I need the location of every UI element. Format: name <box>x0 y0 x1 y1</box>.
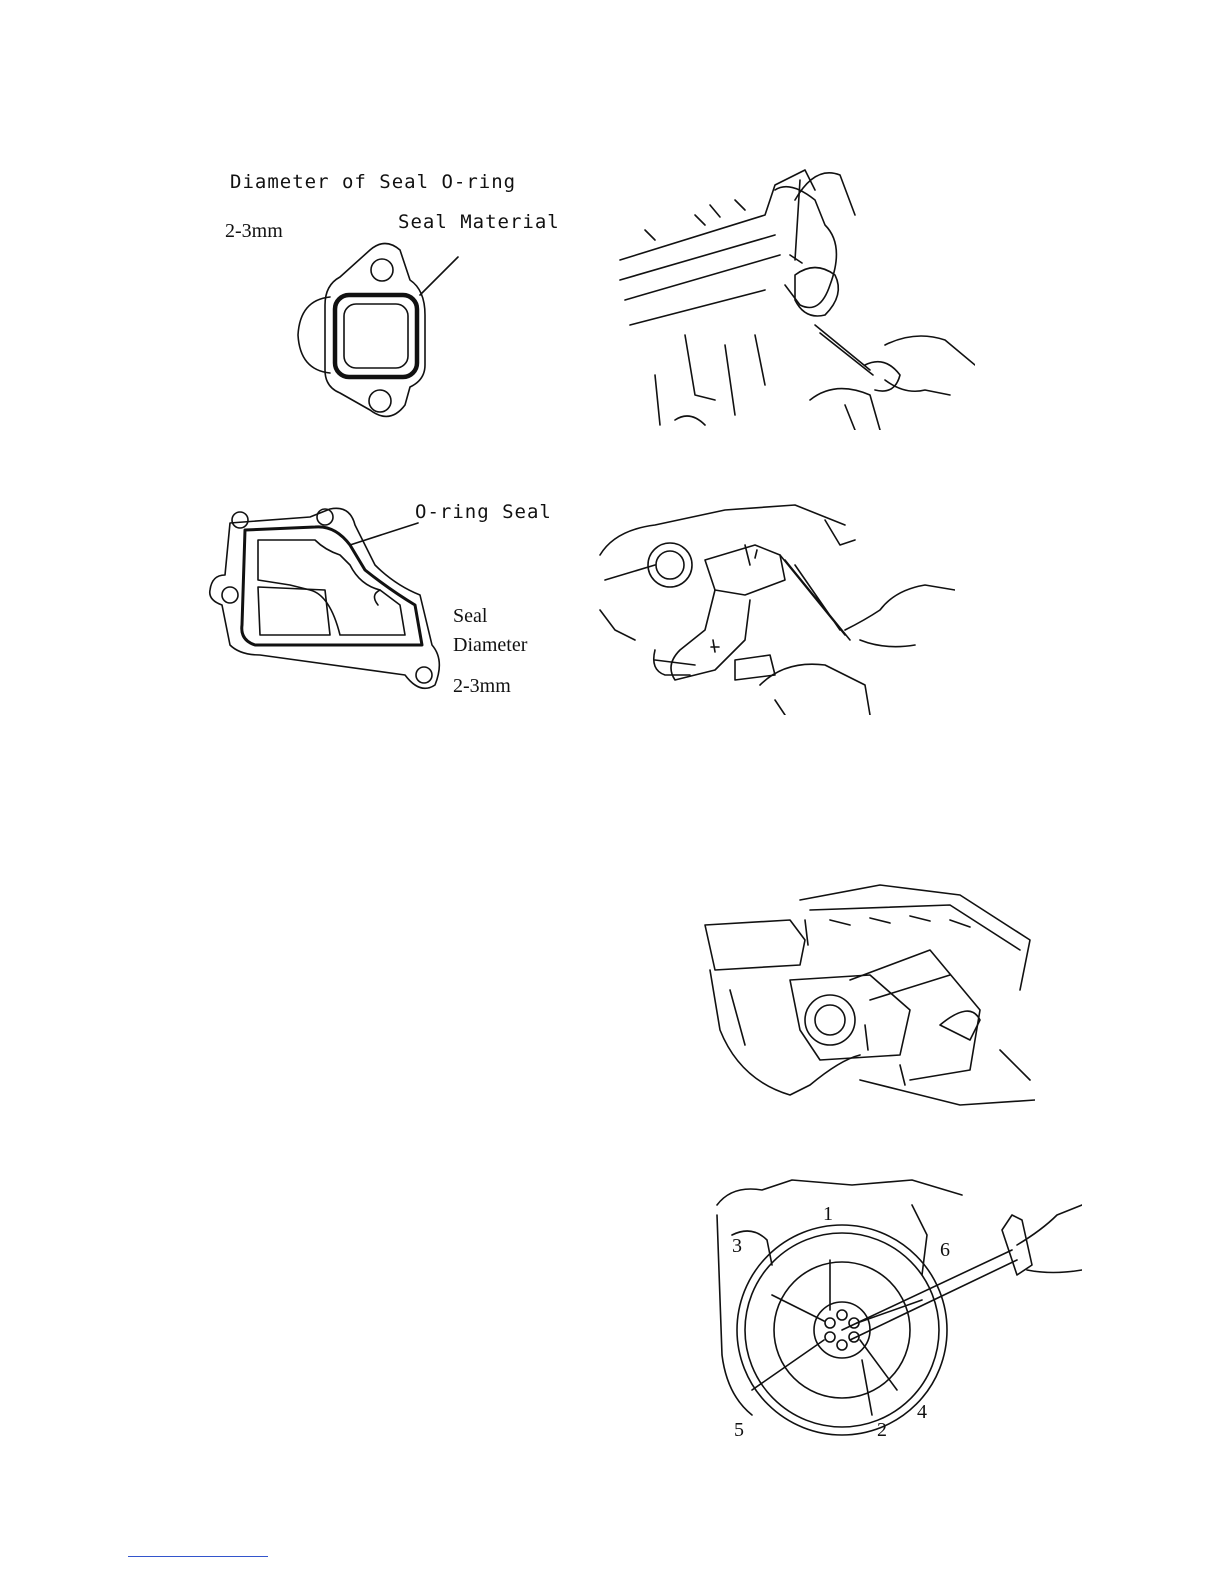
thermostat-housing-wrench-icon <box>595 500 955 715</box>
seal-oring-figure: Diameter of Seal O-ring 2-3mm Seal Mater… <box>220 165 565 440</box>
bolt-number-1: 1 <box>823 1203 833 1226</box>
oring-seal-figure: O-ring Seal Seal Diameter 2-3mm <box>200 495 560 710</box>
seal-oring-gasket-icon <box>220 165 565 440</box>
intake-manifold-icon <box>700 880 1035 1112</box>
flywheel-figure: 1 2 3 4 5 6 <box>712 1175 1082 1450</box>
thermostat-housing-figure <box>595 500 955 715</box>
oring-seal-outline-icon <box>200 495 560 710</box>
bolt-number-3: 3 <box>732 1235 742 1258</box>
bolt-number-5: 5 <box>734 1419 744 1442</box>
footnote-separator <box>128 1556 268 1557</box>
engine-bolt-figure <box>615 165 975 430</box>
bolt-number-2: 2 <box>877 1419 887 1442</box>
bolt-number-6: 6 <box>940 1239 950 1262</box>
intake-manifold-figure <box>700 880 1035 1112</box>
flywheel-bolt-sequence-icon <box>712 1175 1082 1450</box>
bolt-number-4: 4 <box>917 1401 927 1424</box>
engine-bolt-wrench-icon <box>615 165 975 430</box>
